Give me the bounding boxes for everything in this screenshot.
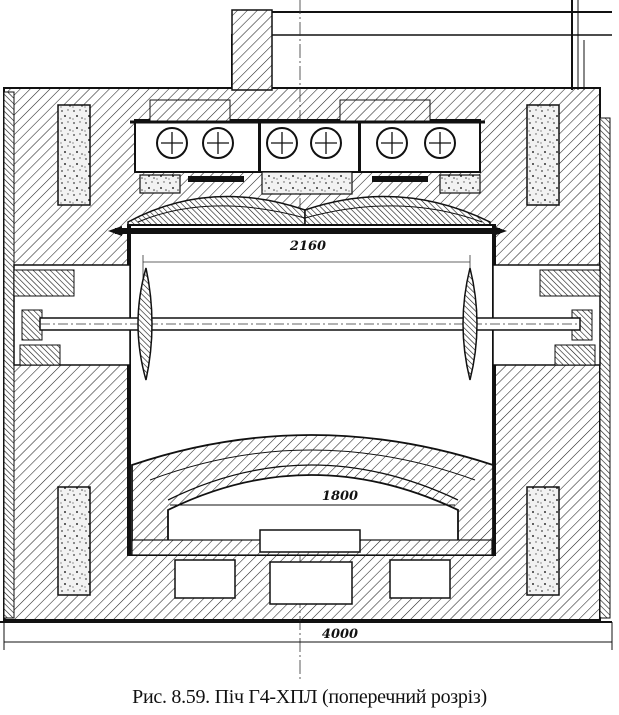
hearth-openings	[131, 529, 493, 605]
roller-discs	[137, 267, 478, 381]
dimension-overall-width: 4000	[322, 627, 358, 642]
overall-dimension-line	[0, 621, 613, 650]
dimension-upper-width: 2160	[289, 239, 326, 254]
top-beam	[108, 226, 507, 236]
upper-vaults	[127, 195, 491, 226]
burner-slabs	[139, 171, 481, 195]
roller-shaft	[39, 317, 581, 331]
burner-chamber	[130, 99, 485, 173]
burners	[156, 127, 456, 159]
figure-caption: Рис. 8.59. Піч Г4-ХПЛ (поперечний розріз…	[132, 686, 487, 708]
right-casing	[599, 117, 611, 619]
insulation-blocks	[57, 104, 560, 596]
side-ports	[13, 264, 601, 366]
furnace-cross-section-drawing: 2160 1800	[0, 0, 613, 680]
dimension-lower-width: 1800	[322, 489, 358, 504]
left-casing	[3, 91, 15, 619]
